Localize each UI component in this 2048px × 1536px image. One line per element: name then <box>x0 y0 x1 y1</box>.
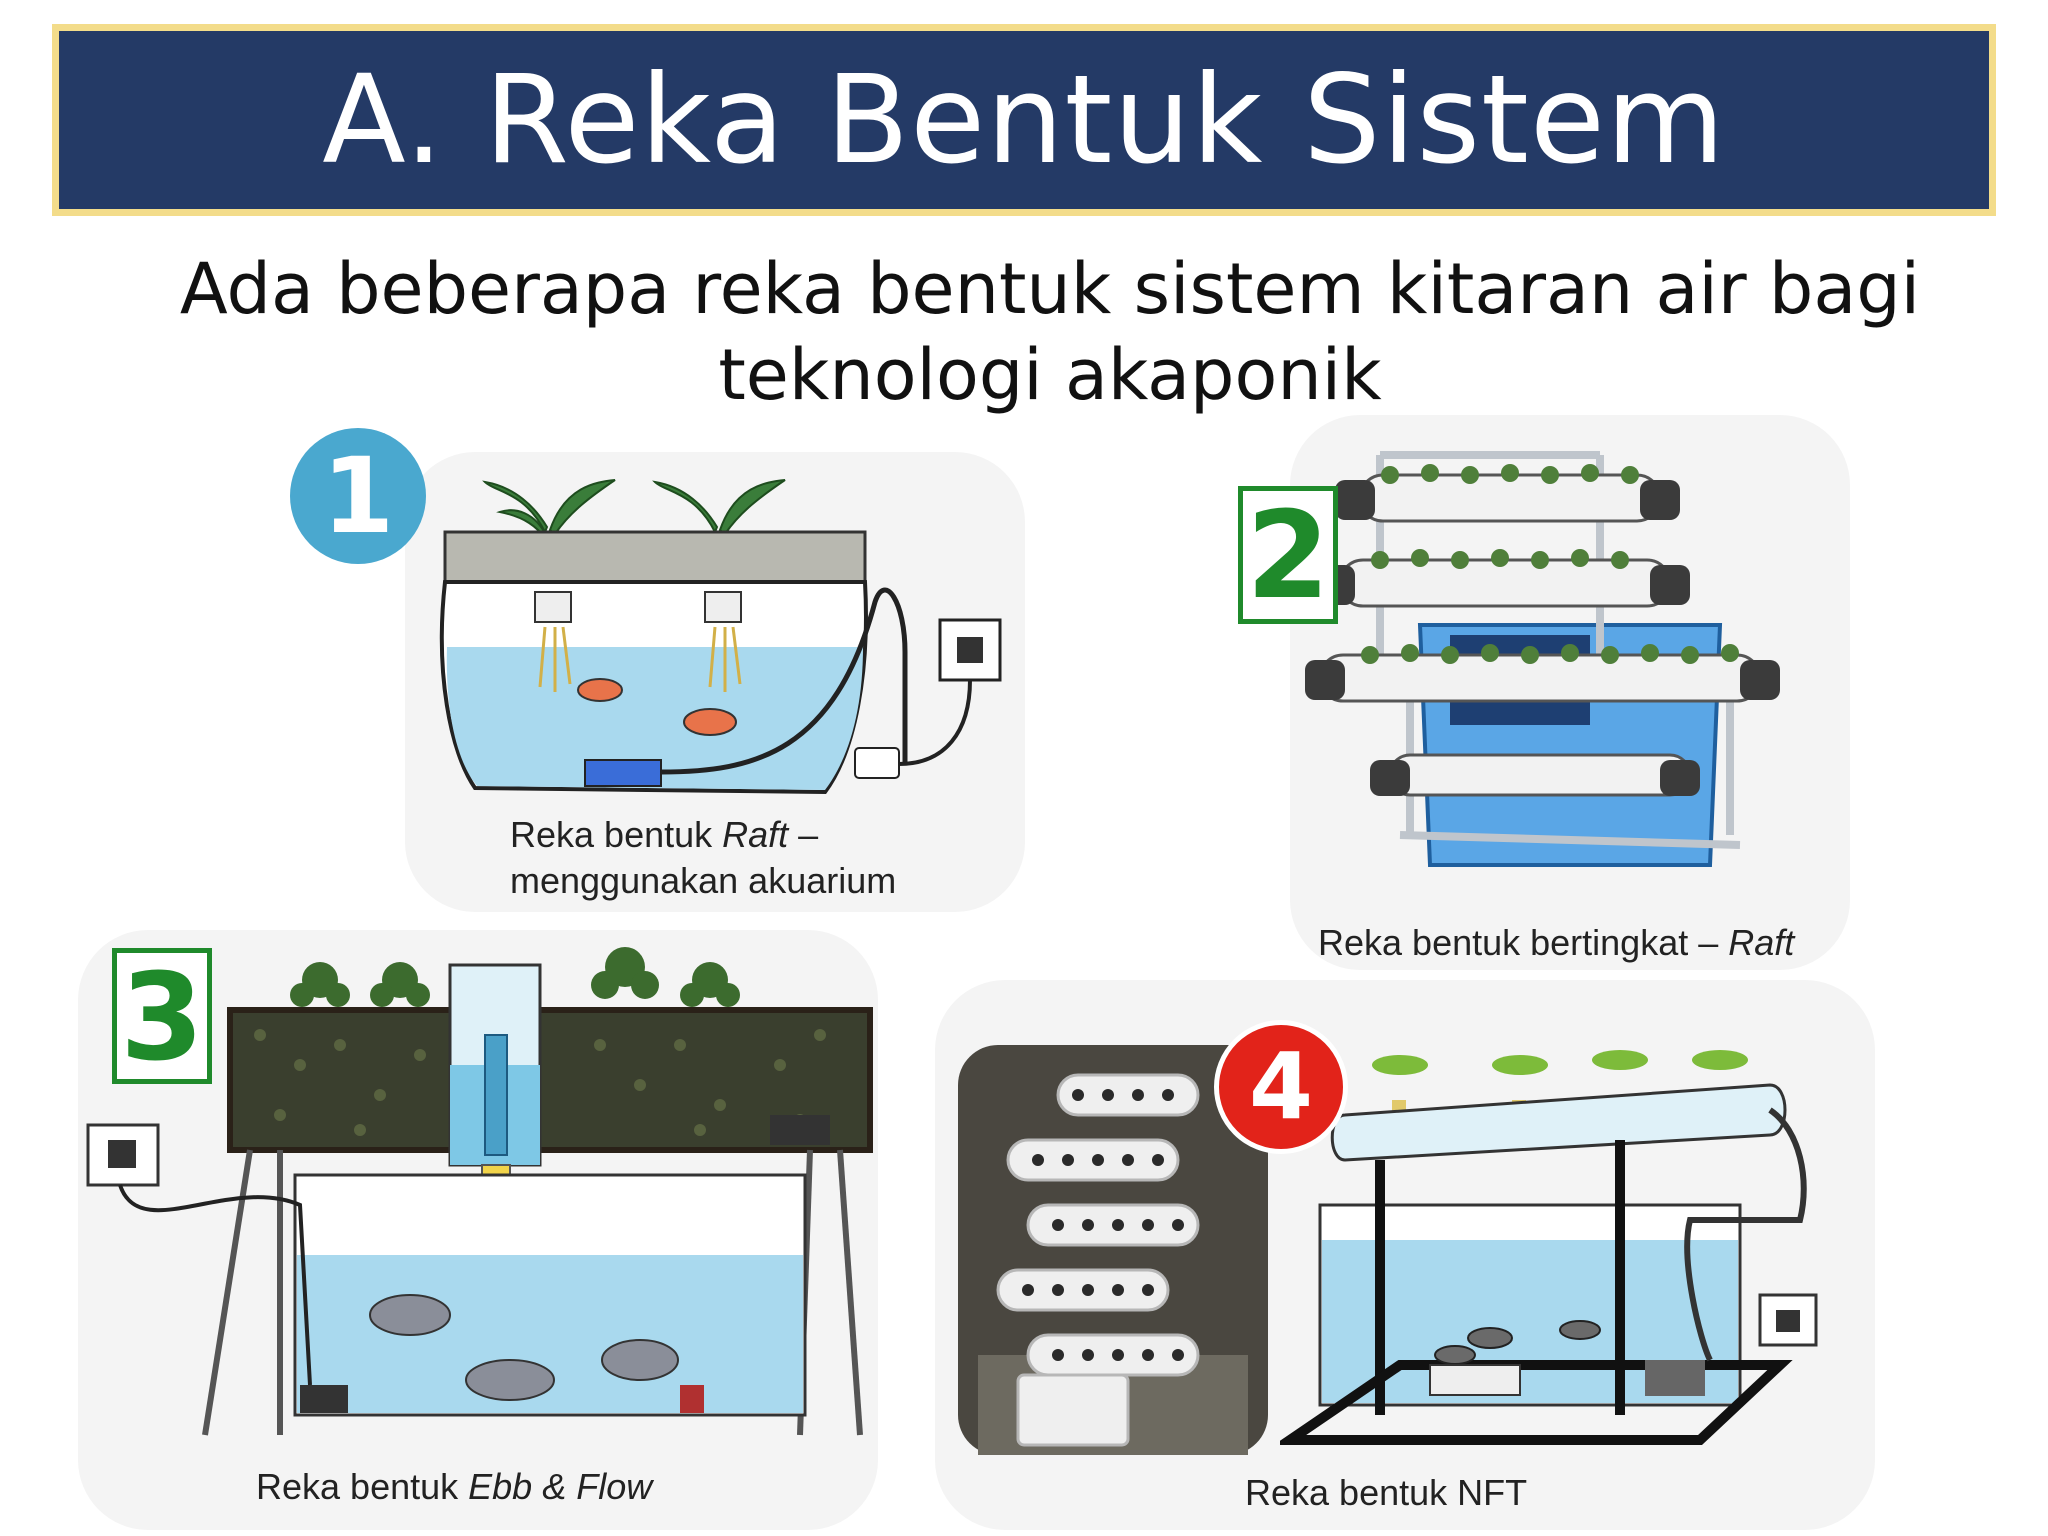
ebb-flow-illustration <box>86 947 873 1436</box>
title-bar: A. Reka Bentuk Sistem Akuaponik <box>52 24 1996 369</box>
slide-title: A. Reka Bentuk Sistem Akuaponik <box>322 49 1726 369</box>
nft-illustration <box>1280 1050 1818 1445</box>
design-1-caption-line2: menggunakan akuarium <box>510 860 897 901</box>
slide-subtitle: Ada beberapa reka bentuk sistem kitaran … <box>140 246 1960 418</box>
design-4-caption: Reka bentuk NFT <box>1245 1472 1528 1513</box>
design-1-caption: Reka bentuk Raft – menggunakan akuarium <box>510 812 896 904</box>
design-4-number: 4 <box>1248 1033 1313 1140</box>
vertical-nft-photo <box>958 1045 1268 1455</box>
raft-aquarium-illustration <box>439 479 1002 795</box>
design-3-caption: Reka bentuk Ebb & Flow <box>256 1466 653 1507</box>
design-1-badge: 1 <box>290 428 426 564</box>
design-3-badge: 3 <box>112 948 212 1088</box>
design-4-badge: 4 <box>1214 1020 1348 1154</box>
design-3-number: 3 <box>120 949 204 1088</box>
design-1-number: 1 <box>321 435 395 557</box>
subtitle-line-1: Ada beberapa reka bentuk sistem kitaran … <box>179 248 1921 330</box>
subtitle-line-2: teknologi akaponik <box>718 334 1382 416</box>
design-2-badge: 2 <box>1238 486 1338 624</box>
design-2-number: 2 <box>1246 487 1330 626</box>
design-2-caption: Reka bentuk bertingkat – Raft <box>1318 922 1795 963</box>
tiered-raft-illustration <box>1305 451 1780 867</box>
